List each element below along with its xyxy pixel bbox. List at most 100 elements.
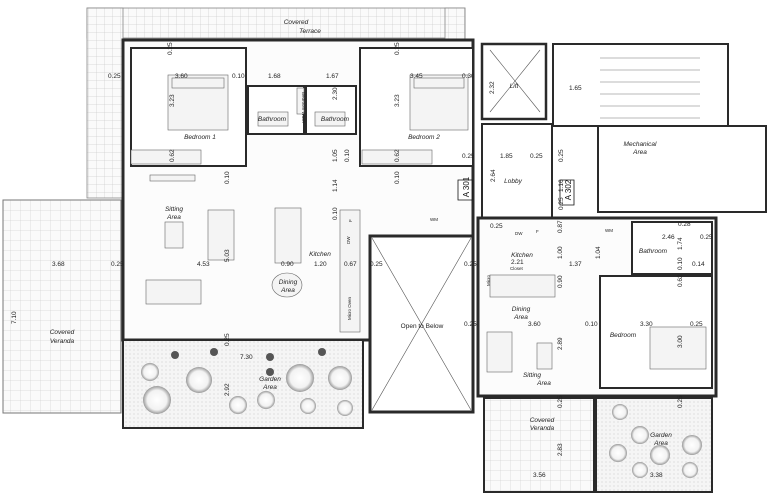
covered-terrace-floor [86, 7, 466, 39]
dim: 0.25 [111, 261, 124, 268]
dim: 0.62 [677, 274, 684, 287]
label-bathroom-a: Bathroom [258, 116, 287, 123]
lobby [481, 123, 553, 220]
bathroom-a-outline [247, 85, 305, 135]
dim: 1.04 [595, 246, 602, 259]
dim: 0.25 [464, 321, 477, 328]
dim: 0.10 [394, 171, 401, 184]
tv-unit [149, 174, 196, 182]
bathroom-a-vanity [257, 111, 289, 127]
bedroom-apt-bed [649, 326, 707, 370]
label-mechanical-2: Area [632, 149, 647, 156]
bathroom-b-vanity [314, 111, 346, 127]
label-sitting-main-1: Sitting [165, 206, 183, 213]
dim: 0.25 [464, 261, 477, 268]
dim: 0.25 [557, 395, 564, 408]
covered-veranda-right [483, 397, 595, 493]
dim: 0.90 [281, 261, 294, 268]
armchair-main [207, 209, 235, 261]
dim: 3.68 [52, 261, 65, 268]
dim: 3.60 [528, 321, 541, 328]
apt-sofa [486, 331, 513, 373]
dim: 0.10 [585, 321, 598, 328]
label-lift: Lift [510, 83, 520, 90]
dim: 0.25 [530, 153, 543, 160]
dim: 0.14 [692, 261, 705, 268]
covered-terrace-left-strip [86, 7, 124, 199]
apt-coffee-table [536, 342, 553, 370]
dim: 1.05 [332, 149, 339, 162]
label-bathroom-b: Bathroom [321, 116, 350, 123]
dim: 1.67 [326, 73, 339, 80]
label-covered-veranda-left-2: Veranda [50, 338, 75, 345]
fixture-micro-main: Micro Oven [347, 296, 352, 320]
kitchen-apt-counter [489, 274, 556, 298]
dim: 0.90 [557, 275, 564, 288]
dim: 0.25 [690, 321, 703, 328]
coffee-table-main [164, 221, 184, 249]
dim: 2.21 [511, 259, 524, 266]
dim: 0.25 [558, 197, 565, 210]
dim: 2.30 [332, 87, 339, 100]
label-sitting-apt-1: Sitting [523, 372, 541, 379]
sofa-main [145, 279, 202, 305]
open-to-below-cross-b [371, 237, 472, 411]
dim: 0.25 [558, 149, 565, 162]
dim: 3.23 [394, 94, 401, 107]
dim: 2.32 [489, 81, 496, 94]
fixture-closet-apt: Closet [510, 266, 524, 271]
dim: 1.68 [268, 73, 281, 80]
dim: 3.38 [650, 472, 663, 479]
dim: 0.10 [224, 171, 231, 184]
label-bedroom2: Bedroom 2 [408, 134, 440, 141]
fixture-linen: Bedroom Wash [301, 92, 306, 123]
dim: 5.03 [224, 249, 231, 262]
dim: 0.25 [462, 153, 475, 160]
dim: 0.25 [167, 42, 174, 55]
room-labels: Covered Terrace Covered Veranda Bedroom … [50, 19, 673, 447]
dim: 0.28 [678, 221, 691, 228]
fixture-wm-apt: WM [605, 228, 613, 233]
dim: 0.25 [370, 261, 383, 268]
label-covered-terrace-2: Terrace [299, 28, 321, 35]
label-dining-main-1: Dining [279, 279, 298, 286]
dim: 1.00 [557, 246, 564, 259]
linen-closet [296, 87, 305, 115]
label-garden-apt-2: Area [653, 440, 668, 447]
dim: 1.20 [314, 261, 327, 268]
bathroom-b-outline [305, 85, 357, 135]
dim: 1.14 [332, 179, 339, 192]
dim: 2.89 [557, 337, 564, 350]
label-sitting-main-2: Area [166, 214, 181, 221]
label-sitting-apt-2: Area [536, 380, 551, 387]
fixture-wm-main: WM [430, 217, 438, 222]
dim: 0.10 [677, 257, 684, 270]
dim: 1.85 [500, 153, 513, 160]
dim: 0.30 [462, 73, 475, 80]
kitchen-island [274, 207, 302, 264]
fixture-dw-apt: DW [515, 231, 523, 236]
bedroom1-wardrobe [130, 149, 202, 165]
label-mechanical-1: Mechanical [624, 141, 657, 148]
label-covered-veranda-right-1: Covered [530, 417, 555, 424]
fixture-f-main: F [348, 219, 353, 222]
dim: 3.30 [640, 321, 653, 328]
covered-veranda-left-floor [2, 199, 122, 414]
label-covered-veranda-right-2: Veranda [530, 425, 555, 432]
garden-main-trees [141, 348, 353, 416]
dim: 3.45 [410, 73, 423, 80]
fixture-f-apt: F [536, 229, 539, 234]
dim: 2.46 [662, 234, 675, 241]
stair-treads [600, 57, 700, 119]
lift-cross-b [489, 49, 541, 113]
dim: 3.60 [175, 73, 188, 80]
label-bedroom1: Bedroom 1 [184, 134, 216, 141]
label-kitchen-apt: Kitchen [511, 252, 533, 259]
dim: 0.62 [169, 149, 176, 162]
garden-apt-trees [609, 404, 702, 478]
dim: 0.10 [332, 207, 339, 220]
dim: 0.87 [557, 220, 564, 233]
dim: 3.56 [533, 472, 546, 479]
dim: 0.10 [344, 149, 351, 162]
